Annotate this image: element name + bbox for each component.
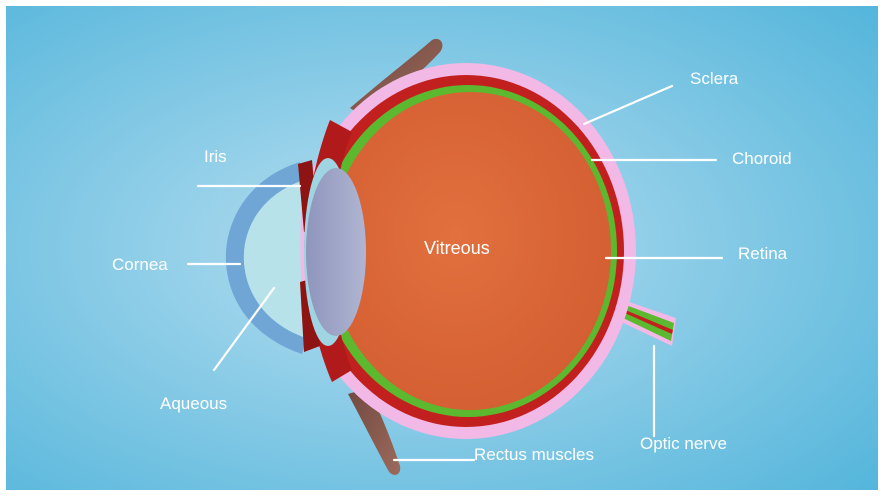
optic-nerve-label: Optic nerve <box>640 434 727 453</box>
sclera-label: Sclera <box>690 69 739 88</box>
iris-label: Iris <box>204 147 227 166</box>
rectus-muscles-label: Rectus muscles <box>474 445 594 464</box>
aqueous-label: Aqueous <box>160 394 227 413</box>
retina-label: Retina <box>738 244 788 263</box>
lens <box>306 168 366 336</box>
cornea-label: Cornea <box>112 255 168 274</box>
vitreous-label: Vitreous <box>424 238 490 258</box>
choroid-label: Choroid <box>732 149 792 168</box>
